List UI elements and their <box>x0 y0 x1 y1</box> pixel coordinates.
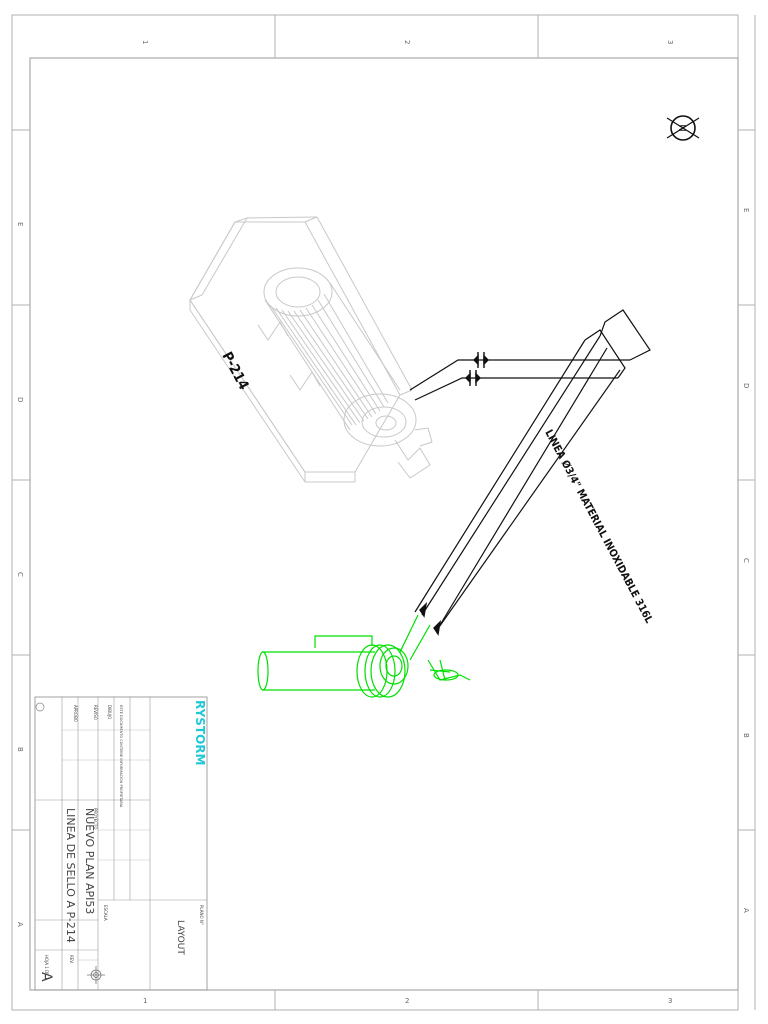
zone-row-c-left: C <box>16 572 24 577</box>
rev-label: REV. <box>69 955 74 964</box>
size-value: A <box>38 972 54 982</box>
title-line-2: LINEA DE SELLO A P-214 <box>64 808 77 943</box>
plano-label: PLANO N° <box>199 905 204 925</box>
zone-row-d-left: D <box>16 397 24 402</box>
north-arrow-icon: N <box>666 115 700 141</box>
zone-col-2-top: 2 <box>403 40 411 44</box>
drawn-label: DIBUJO <box>107 705 112 719</box>
zone-row-e-right: E <box>742 208 750 212</box>
project-label: PROYECTO <box>93 808 98 829</box>
seal-line-piping <box>409 309 651 631</box>
flange-symbols <box>419 352 489 636</box>
zone-row-a-right: A <box>742 908 750 913</box>
sheet-label: HOJA 1 DE 1 <box>44 955 49 980</box>
pump-tag: P-214 <box>218 349 251 392</box>
zone-col-2-bottom: 2 <box>405 997 409 1005</box>
zone-col-3-top: 3 <box>666 40 674 44</box>
projection-symbol-icon <box>87 966 105 984</box>
line-label: LINEA Ø3/4" MATERIAL INOXIDABLE 316L <box>542 428 655 625</box>
sheet-type: LAYOUT <box>175 920 185 955</box>
zone-row-b-right: B <box>742 733 750 738</box>
seal-reservoir-green <box>257 614 471 698</box>
zone-col-3-bottom: 3 <box>668 997 672 1005</box>
zone-grid <box>12 15 756 1010</box>
zone-row-d-right: D <box>742 383 750 388</box>
certification-seal-icon <box>35 702 45 712</box>
zone-row-b-left: B <box>16 747 24 752</box>
svg-text:N: N <box>676 124 687 131</box>
zone-row-a-left: A <box>16 922 24 927</box>
title-line-1: NUEVO PLAN API53 <box>83 808 96 914</box>
brand-logo: RYSTORM <box>193 700 207 765</box>
pump-skid-ghost <box>188 216 433 483</box>
outer-border <box>11 14 739 1011</box>
zone-row-c-right: C <box>742 558 750 563</box>
inner-border <box>29 57 739 991</box>
scale-label: ESCALA <box>103 905 108 921</box>
notes-text: ESTE DOCUMENTO CONTIENE INFORMACION PROP… <box>119 705 123 808</box>
zone-col-1-top: 1 <box>141 40 149 44</box>
title-block: RYSTORM NUEVO PLAN API53 LINEA DE SELLO … <box>34 696 208 991</box>
approved-label: APROBO <box>73 705 78 722</box>
zone-row-e-left: E <box>16 222 24 226</box>
checked-label: REVISO <box>93 705 98 720</box>
zone-labels: 1 2 3 1 2 3 E D C B A E D C B A <box>16 40 750 1005</box>
zone-col-1-bottom: 1 <box>143 997 147 1005</box>
